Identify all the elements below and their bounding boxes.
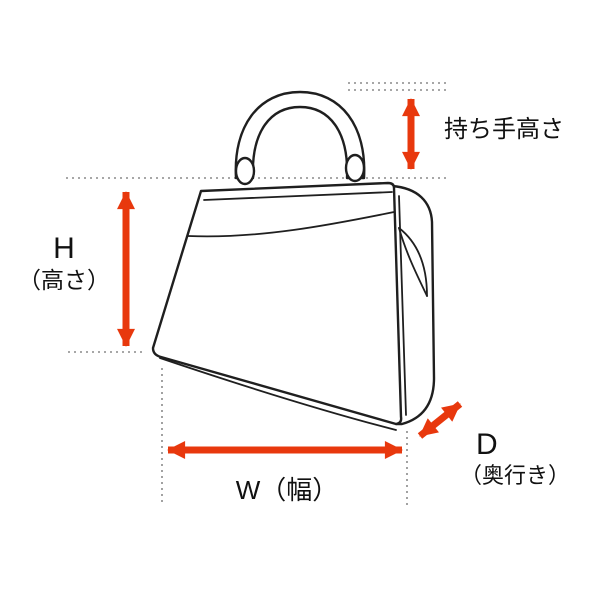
depth-label-letter: D [476, 428, 498, 461]
frame-top-line [203, 191, 393, 201]
side-gusset-curve-outer [398, 227, 428, 297]
handle-height-label: 持ち手高さ [444, 116, 564, 143]
side-gusset-curve-inner [398, 227, 428, 297]
height-label: H （高さ） [16, 232, 112, 293]
depth-label-name: （奥行き） [460, 462, 571, 488]
width-label: W（幅） [235, 475, 339, 505]
handbag-drawing [151, 90, 436, 431]
depth-arrow [417, 401, 463, 439]
height-label-name: （高さ） [18, 266, 110, 293]
handle-tab-right [344, 153, 366, 183]
height-label-letter: H [53, 232, 75, 265]
handle-tab-left [234, 156, 256, 186]
base-piping-line [159, 357, 397, 431]
dimension-arrows [117, 98, 463, 459]
flap-edge-line [187, 211, 395, 238]
bag-handle [234, 90, 366, 180]
guide-lines [66, 82, 447, 506]
depth-label: D （奥行き） [460, 428, 570, 488]
bag-front-panel [151, 181, 403, 426]
